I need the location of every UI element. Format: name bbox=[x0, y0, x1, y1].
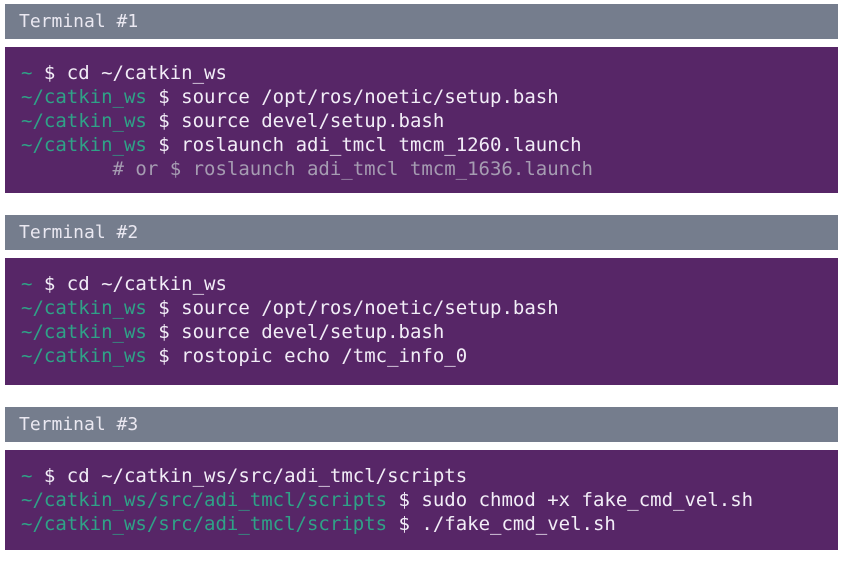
command-text: $ source devel/setup.bash bbox=[158, 321, 445, 343]
terminal-line: ~/catkin_ws $ source devel/setup.bash bbox=[21, 109, 828, 133]
terminal-window-3: Terminal #3 ~ $ cd ~/catkin_ws/src/adi_tm… bbox=[5, 407, 838, 550]
terminal-line: ~/catkin_ws $ roslaunch adi_tmcl tmcm_126… bbox=[21, 133, 828, 157]
command-text: $ source devel/setup.bash bbox=[158, 110, 445, 132]
terminal-line: ~/catkin_ws $ source devel/setup.bash bbox=[21, 320, 828, 344]
command-text: $ cd ~/catkin_ws/src/adi_tmcl/scripts bbox=[43, 465, 468, 487]
terminal-window-1: Terminal #1 ~ $ cd ~/catkin_ws ~/catkin_w… bbox=[5, 4, 838, 193]
terminal-line: ~/catkin_ws $ rostopic echo /tmc_info_0 bbox=[21, 344, 828, 368]
prompt-path: ~ bbox=[21, 62, 33, 84]
prompt-path: ~/catkin_ws/src/adi_tmcl/scripts bbox=[21, 489, 388, 511]
command-text: $ source /opt/ros/noetic/setup.bash bbox=[158, 86, 559, 108]
terminal-line: ~/catkin_ws $ source /opt/ros/noetic/setu… bbox=[21, 85, 828, 109]
terminal-2-body[interactable]: ~ $ cd ~/catkin_ws ~/catkin_ws $ source /o… bbox=[5, 258, 838, 385]
prompt-path: ~/catkin_ws bbox=[21, 345, 147, 367]
command-text: $ cd ~/catkin_ws bbox=[43, 62, 227, 84]
terminal-line: ~/catkin_ws/src/adi_tmcl/scripts $ ./fake… bbox=[21, 512, 828, 536]
prompt-path: ~/catkin_ws/src/adi_tmcl/scripts bbox=[21, 513, 388, 535]
prompt-path: ~/catkin_ws bbox=[21, 86, 147, 108]
terminal-3-body[interactable]: ~ $ cd ~/catkin_ws/src/adi_tmcl/scripts ~… bbox=[5, 450, 838, 550]
terminal-1-titlebar: Terminal #1 bbox=[5, 4, 838, 39]
terminal-line: ~ $ cd ~/catkin_ws/src/adi_tmcl/scripts bbox=[21, 464, 828, 488]
command-text: $ ./fake_cmd_vel.sh bbox=[398, 513, 616, 535]
prompt-path: ~/catkin_ws bbox=[21, 297, 147, 319]
command-text: $ sudo chmod +x fake_cmd_vel.sh bbox=[398, 489, 754, 511]
prompt-path: ~/catkin_ws bbox=[21, 134, 147, 156]
terminal-line: ~ $ cd ~/catkin_ws bbox=[21, 272, 828, 296]
terminal-3-title: Terminal #3 bbox=[19, 414, 139, 435]
command-text: $ rostopic echo /tmc_info_0 bbox=[158, 345, 468, 367]
command-text: $ roslaunch adi_tmcl tmcm_1260.launch bbox=[158, 134, 582, 156]
prompt-path: ~/catkin_ws bbox=[21, 321, 147, 343]
comment-text: # or $ roslaunch adi_tmcl tmcm_1636.laun… bbox=[21, 158, 593, 180]
terminal-1-title: Terminal #1 bbox=[19, 11, 139, 32]
terminals-tutorial-page: Terminal #1 ~ $ cd ~/catkin_ws ~/catkin_w… bbox=[5, 4, 838, 572]
terminal-line: ~/catkin_ws/src/adi_tmcl/scripts $ sudo c… bbox=[21, 488, 828, 512]
terminal-window-2: Terminal #2 ~ $ cd ~/catkin_ws ~/catkin_w… bbox=[5, 215, 838, 385]
command-text: $ source /opt/ros/noetic/setup.bash bbox=[158, 297, 559, 319]
terminal-1-body[interactable]: ~ $ cd ~/catkin_ws ~/catkin_ws $ source /o… bbox=[5, 47, 838, 193]
prompt-path: ~/catkin_ws bbox=[21, 110, 147, 132]
terminal-2-title: Terminal #2 bbox=[19, 222, 139, 243]
terminal-line: ~ $ cd ~/catkin_ws bbox=[21, 61, 828, 85]
terminal-line: ~/catkin_ws $ source /opt/ros/noetic/setu… bbox=[21, 296, 828, 320]
terminal-line: # or $ roslaunch adi_tmcl tmcm_1636.laun… bbox=[21, 157, 828, 181]
prompt-path: ~ bbox=[21, 465, 33, 487]
terminal-2-titlebar: Terminal #2 bbox=[5, 215, 838, 250]
command-text: $ cd ~/catkin_ws bbox=[43, 273, 227, 295]
terminal-3-titlebar: Terminal #3 bbox=[5, 407, 838, 442]
prompt-path: ~ bbox=[21, 273, 33, 295]
